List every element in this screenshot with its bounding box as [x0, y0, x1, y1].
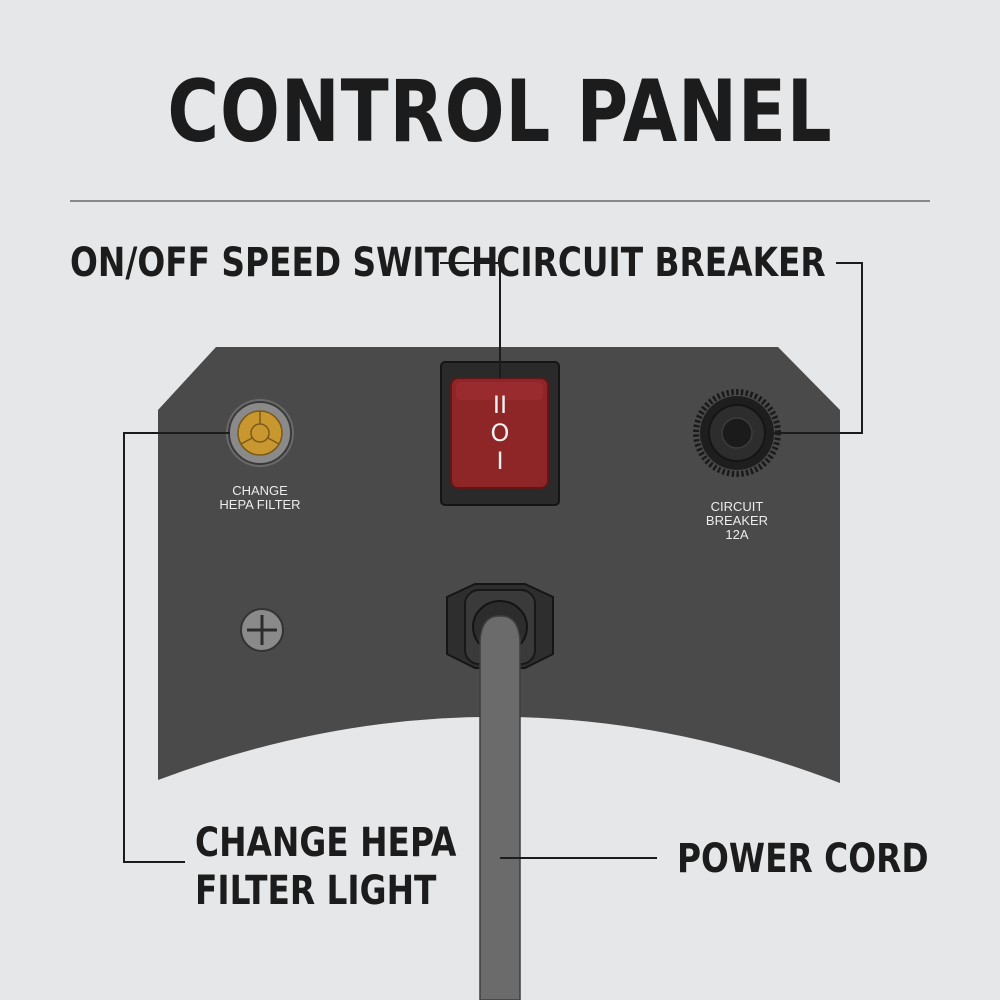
page-title: CONTROL PANEL [167, 62, 833, 162]
hepa-panel-label-line1: CHANGE [232, 483, 288, 498]
screw-icon [240, 608, 284, 652]
switch-callout: ON/OFF SPEED SWITCH [70, 240, 499, 286]
hepa-callout-line1: CHANGE HEPA [195, 820, 457, 866]
power-cord [479, 615, 521, 1000]
on-off-speed-switch[interactable]: II O I [440, 361, 560, 506]
cord-callout: POWER CORD [677, 836, 929, 882]
breaker-callout: CIRCUIT BREAKER [496, 240, 826, 286]
hepa-panel-label-line2: HEPA FILTER [219, 497, 301, 512]
breaker-leader-line [774, 262, 863, 434]
hepa-leader-line [123, 432, 230, 863]
switch-mark-low: I [496, 447, 503, 475]
breaker-panel-label-line1: CIRCUIT [710, 499, 764, 514]
switch-mark-off: O [491, 419, 510, 447]
hepa-callout-line2: FILTER LIGHT [195, 868, 437, 914]
switch-leader-line [440, 262, 501, 378]
hepa-filter-light-icon [226, 399, 294, 467]
breaker-panel-label: CIRCUIT BREAKER 12A [677, 500, 797, 542]
breaker-panel-label-line3: 12A [725, 527, 749, 542]
control-panel-plate [158, 347, 840, 783]
switch-mark-high: II [493, 391, 507, 419]
breaker-panel-label-line2: BREAKER [705, 513, 769, 528]
hepa-panel-label: CHANGE HEPA FILTER [200, 484, 320, 512]
